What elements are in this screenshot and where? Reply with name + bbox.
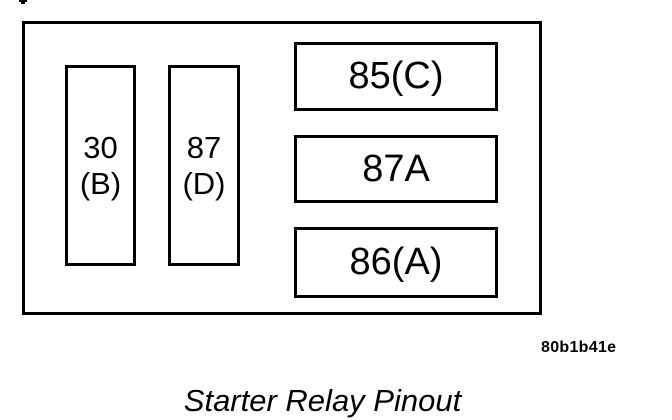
pin-number-label: 30 [83,129,118,165]
pin-letter-label: (B) [79,165,122,201]
pin-box-87a: 87A [294,135,498,203]
cropped-glyph-mark [19,0,27,4]
pin-label: 85(C) [348,55,444,97]
pin-label: 86(A) [349,241,443,283]
pin-box-86-a: 86(A) [294,227,498,298]
pin-number-label: 87 [186,129,222,165]
pin-label: 87A [362,147,430,190]
pin-box-30-b: 30 (B) [65,65,136,266]
pin-letter-label: (D) [182,165,226,201]
pin-box-87-d: 87 (D) [168,65,240,266]
diagram-caption: Starter Relay Pinout [183,383,462,418]
relay-body-outline: 30 (B) 87 (D) 85(C) 87A 86(A) [22,21,542,315]
figure-code: 80b1b41e [541,339,617,356]
pin-box-85-c: 85(C) [294,42,498,111]
